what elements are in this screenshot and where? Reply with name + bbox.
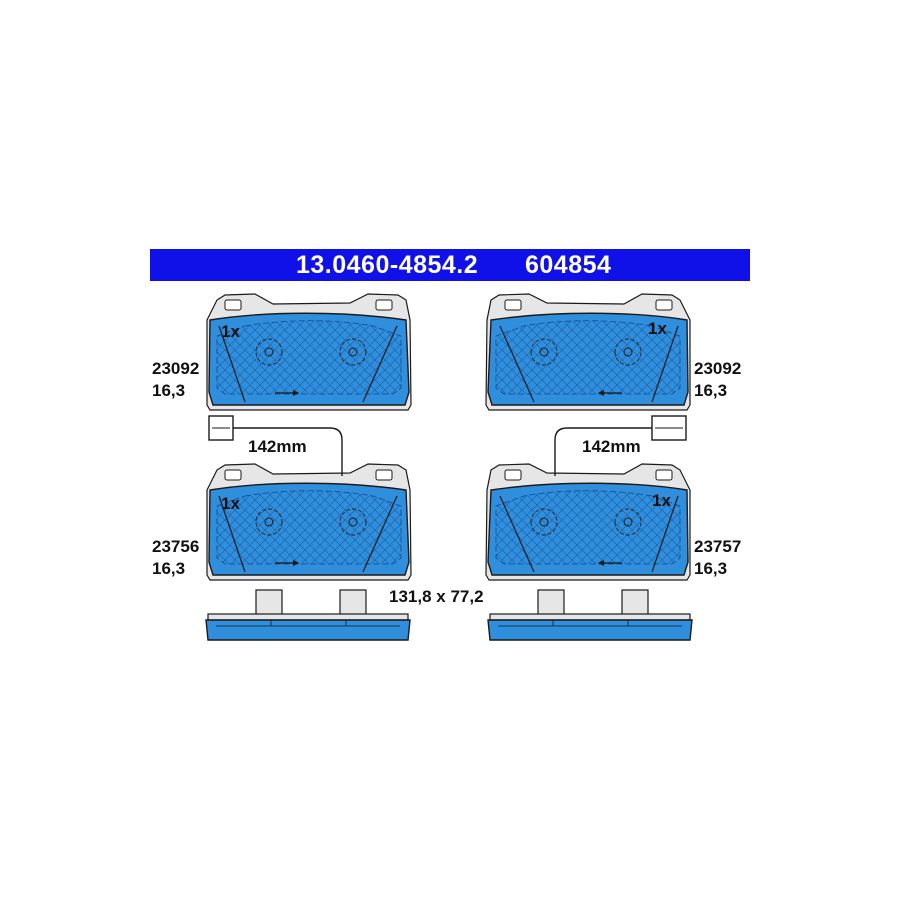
pad-count-label: 1x <box>221 322 240 341</box>
pad-count-label: 1x <box>652 491 671 510</box>
brake-pad-bottom-right <box>485 463 691 581</box>
brake-pad-bottom-left <box>206 463 412 581</box>
sensor-length-label: 142mm <box>248 437 307 456</box>
wear-sensor-left <box>208 415 343 476</box>
product-code: 604854 <box>525 251 612 279</box>
side-view-left <box>205 589 411 641</box>
pad-number: 23756 <box>152 537 200 556</box>
pad-thickness: 16,3 <box>694 559 728 578</box>
part-number: 13.0460-4854.2 <box>296 251 479 279</box>
brake-pad-top-right <box>485 293 691 411</box>
part-number-banner: 13.0460-4854.2 604854 <box>150 249 750 281</box>
pad-thickness: 16,3 <box>152 381 186 400</box>
pad-dimensions-label: 131,8 x 77,2 <box>389 587 484 606</box>
sensor-length-label: 142mm <box>582 437 641 456</box>
pad-count-label: 1x <box>221 494 240 513</box>
pad-count-label: 1x <box>648 319 667 338</box>
pad-thickness: 16,3 <box>694 381 728 400</box>
pad-number: 23757 <box>694 537 742 556</box>
side-view-right <box>487 589 693 641</box>
brake-pad-top-left <box>206 293 412 411</box>
wear-sensor-right <box>554 415 687 476</box>
pad-number: 23092 <box>152 359 200 378</box>
pad-number: 23092 <box>694 359 742 378</box>
pad-thickness: 16,3 <box>152 559 186 578</box>
